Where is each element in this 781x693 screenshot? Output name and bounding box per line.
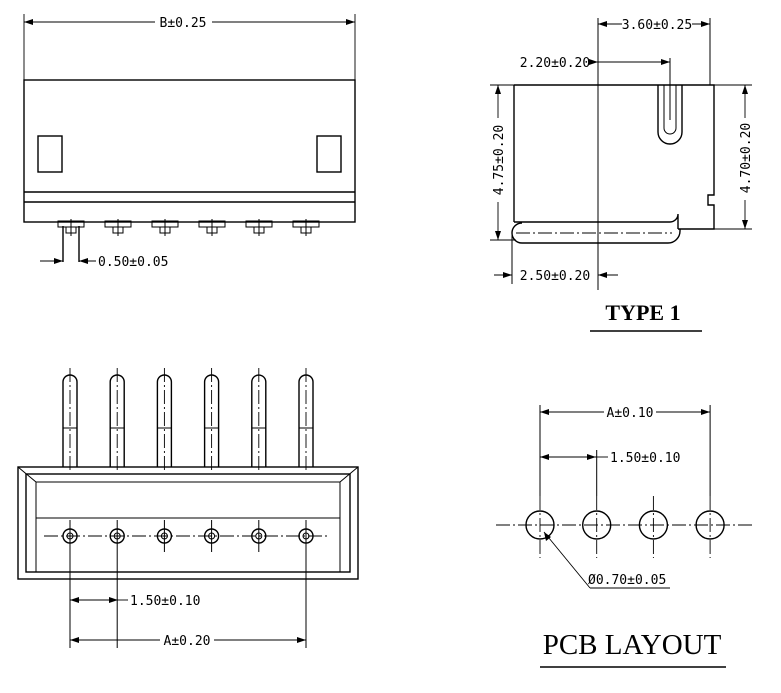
- front-window-right: [316, 135, 342, 173]
- pcb-hole: [638, 496, 669, 558]
- dim-pcb-span: A±0.10: [607, 406, 654, 421]
- top-pin: [62, 368, 78, 648]
- dim-front-width: B±0.25: [160, 16, 207, 31]
- dim-top-span: A±0.20: [164, 634, 211, 649]
- front-pin: [104, 219, 132, 236]
- pcb-title: PCB LAYOUT: [543, 629, 722, 661]
- top-view: 1.50±0.10 A±0.20: [17, 368, 359, 649]
- dim-side-height-left: 4.75±0.20: [492, 125, 507, 195]
- front-pins: [57, 219, 320, 236]
- dim-hole-diameter: Ø0.70±0.05: [588, 573, 666, 588]
- top-pin: [203, 368, 220, 552]
- top-pin: [109, 368, 125, 648]
- dim-pin-width: 0.50±0.05: [98, 255, 168, 270]
- front-pin: [245, 219, 273, 236]
- front-pin: [57, 219, 85, 236]
- pcb-hole: [695, 405, 725, 558]
- pcb-holes: [525, 405, 725, 558]
- dim-lead-length: 2.50±0.20: [520, 269, 590, 284]
- pcb-layout-view: A±0.10 1.50±0.10 Ø0.70±0.05 PCB LAYOUT: [496, 405, 752, 668]
- dim-pcb-pitch: 1.50±0.10: [610, 451, 680, 466]
- dim-side-offset: 2.20±0.20: [520, 56, 590, 71]
- top-pin: [298, 368, 314, 648]
- type-title: TYPE 1: [605, 300, 680, 325]
- front-window-left: [37, 135, 63, 173]
- dim-side-width: 3.60±0.25: [622, 18, 692, 33]
- side-view: 3.60±0.25 2.20±0.20 4.75±0.20 4.70±0.20 …: [490, 18, 754, 332]
- front-pin: [292, 219, 320, 236]
- dim-side-height-right: 4.70±0.20: [739, 123, 754, 193]
- top-pin: [251, 368, 267, 552]
- dim-top-pitch: 1.50±0.10: [130, 594, 200, 609]
- top-pins: [62, 368, 314, 648]
- pcb-hole: [582, 450, 612, 558]
- front-pin: [198, 219, 226, 236]
- pcb-hole: [525, 405, 555, 558]
- top-pin: [156, 368, 173, 552]
- front-view: B±0.25 0.50±0.05: [23, 14, 356, 270]
- front-pin: [151, 219, 179, 236]
